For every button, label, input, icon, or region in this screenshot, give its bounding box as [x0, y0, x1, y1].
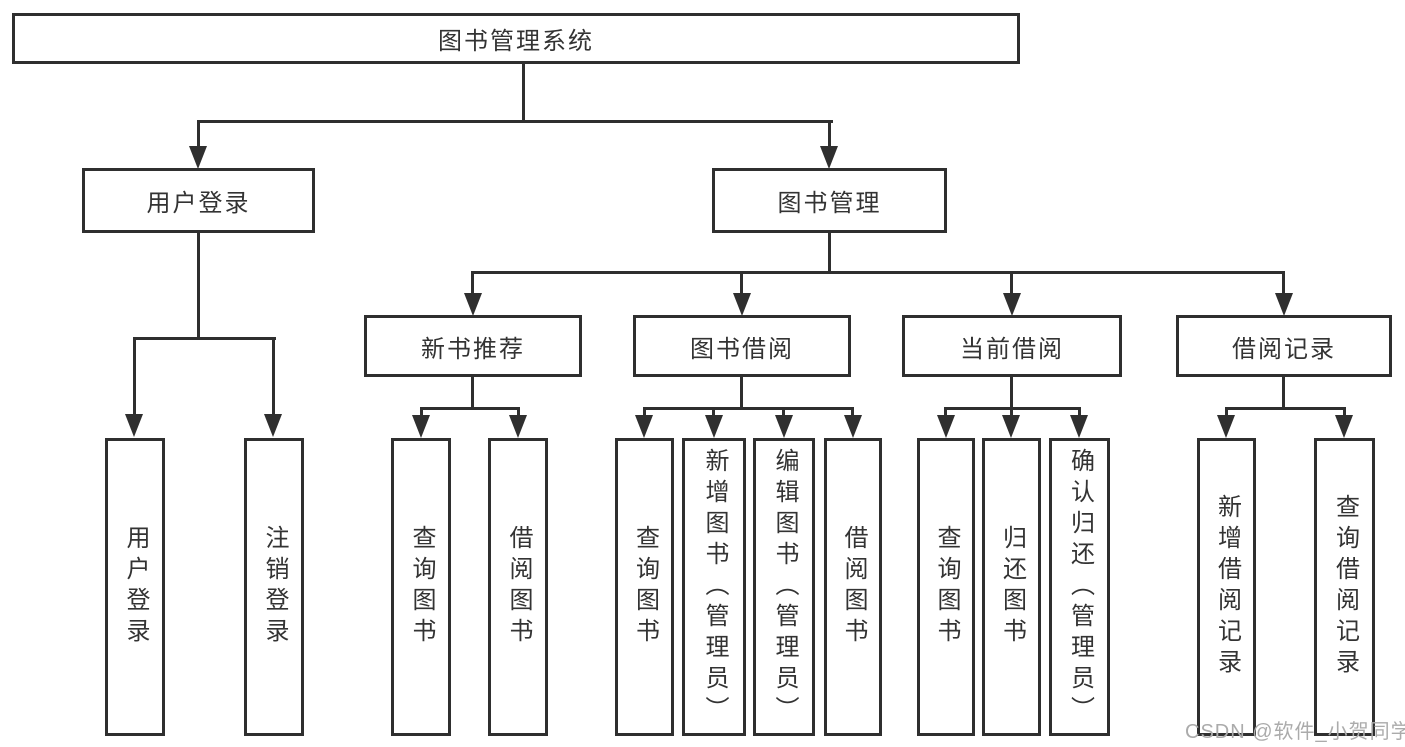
node-borrowing-records: 借阅记录 — [1176, 315, 1392, 377]
connector-to-leaf — [420, 407, 423, 419]
arrowhead-down-icon — [189, 146, 207, 169]
connector-rail — [420, 407, 520, 410]
arrowhead-down-icon — [264, 414, 282, 437]
connector-to-leaf — [1078, 407, 1081, 419]
node-book-borrowing: 图书借阅 — [633, 315, 851, 377]
leaf-borrow-books-recommend: 借阅图书 — [488, 438, 548, 736]
connector-to-new-book — [471, 271, 474, 297]
leaf-add-borrow-record: 新增借阅记录 — [1197, 438, 1256, 736]
connector-root-trunk — [522, 62, 525, 122]
connector-to-leaf — [1343, 407, 1346, 419]
node-label: 用户登录 — [146, 190, 251, 217]
arrowhead-down-icon — [844, 415, 862, 438]
arrowhead-down-icon — [1070, 415, 1088, 438]
node-label: 当前借阅 — [960, 335, 1064, 363]
arrowhead-down-icon — [705, 415, 723, 438]
connector-to-leaf — [944, 407, 947, 419]
connector-user-login-trunk — [197, 230, 200, 340]
arrowhead-down-icon — [775, 415, 793, 438]
connector-to-leaf — [1225, 407, 1228, 419]
connector-rail — [643, 407, 854, 410]
connector-to-leaf — [133, 337, 136, 417]
arrowhead-down-icon — [1002, 415, 1020, 438]
arrowhead-down-icon — [412, 415, 430, 438]
leaf-return-books: 归还图书 — [982, 438, 1041, 736]
node-label: 新书推荐 — [421, 335, 525, 363]
arrowhead-down-icon — [125, 414, 143, 437]
leaf-user-login: 用户登录 — [105, 438, 165, 736]
node-label: 借阅记录 — [1232, 335, 1336, 363]
arrowhead-down-icon — [733, 293, 751, 316]
connector-to-book-borrowing — [740, 271, 743, 297]
leaf-borrow-books-borrowing: 借阅图书 — [824, 438, 882, 736]
connector-user-login-rail — [134, 337, 276, 340]
connector-trunk — [1010, 375, 1013, 410]
leaf-search-borrow-record: 查询借阅记录 — [1314, 438, 1375, 736]
connector-rail — [1225, 407, 1346, 410]
node-user-login: 用户登录 — [82, 168, 315, 233]
connector-to-leaf — [851, 407, 854, 419]
leaf-search-books-current: 查询图书 — [917, 438, 975, 736]
connector-to-borrowing-records — [1282, 271, 1285, 297]
leaf-add-books-admin: 新增图书（管理员） — [682, 438, 746, 736]
connector-to-leaf — [517, 407, 520, 419]
connector-to-leaf — [272, 337, 275, 417]
arrowhead-down-icon — [937, 415, 955, 438]
node-library-system: 图书管理系统 — [12, 13, 1020, 64]
arrowhead-down-icon — [1217, 415, 1235, 438]
connector-level2-rail — [197, 120, 833, 123]
arrowhead-down-icon — [464, 293, 482, 316]
arrowhead-down-icon — [635, 415, 653, 438]
node-current-borrowing: 当前借阅 — [902, 315, 1122, 377]
node-new-book-recommendation: 新书推荐 — [364, 315, 582, 377]
leaf-logout: 注销登录 — [244, 438, 304, 736]
arrowhead-down-icon — [1003, 293, 1021, 316]
node-label: 图书借阅 — [690, 335, 794, 363]
connector-to-leaf — [1010, 407, 1013, 419]
node-label: 图书管理系统 — [438, 28, 594, 55]
leaf-search-books-borrowing: 查询图书 — [615, 438, 674, 736]
connector-to-current-borrowing — [1010, 271, 1013, 297]
leaf-confirm-return-admin: 确认归还（管理员） — [1049, 438, 1110, 736]
node-label: 图书管理 — [777, 190, 882, 217]
csdn-watermark: CSDN @软件_小贺同学 — [1185, 721, 1405, 743]
leaf-edit-books-admin: 编辑图书（管理员） — [753, 438, 815, 736]
connector-trunk — [1282, 375, 1285, 410]
connector-to-leaf — [782, 407, 785, 419]
connector-book-management-trunk — [828, 230, 831, 274]
leaf-search-books-recommend: 查询图书 — [391, 438, 451, 736]
arrowhead-down-icon — [820, 146, 838, 169]
connector-to-leaf — [643, 407, 646, 419]
connector-level3-rail — [471, 271, 1285, 274]
connector-trunk — [471, 375, 474, 410]
arrowhead-down-icon — [509, 415, 527, 438]
connector-to-book-management — [828, 120, 831, 150]
arrowhead-down-icon — [1335, 415, 1353, 438]
arrowhead-down-icon — [1275, 293, 1293, 316]
connector-to-user-login — [197, 120, 200, 150]
connector-trunk — [740, 375, 743, 410]
connector-to-leaf — [712, 407, 715, 419]
node-book-management: 图书管理 — [712, 168, 947, 233]
